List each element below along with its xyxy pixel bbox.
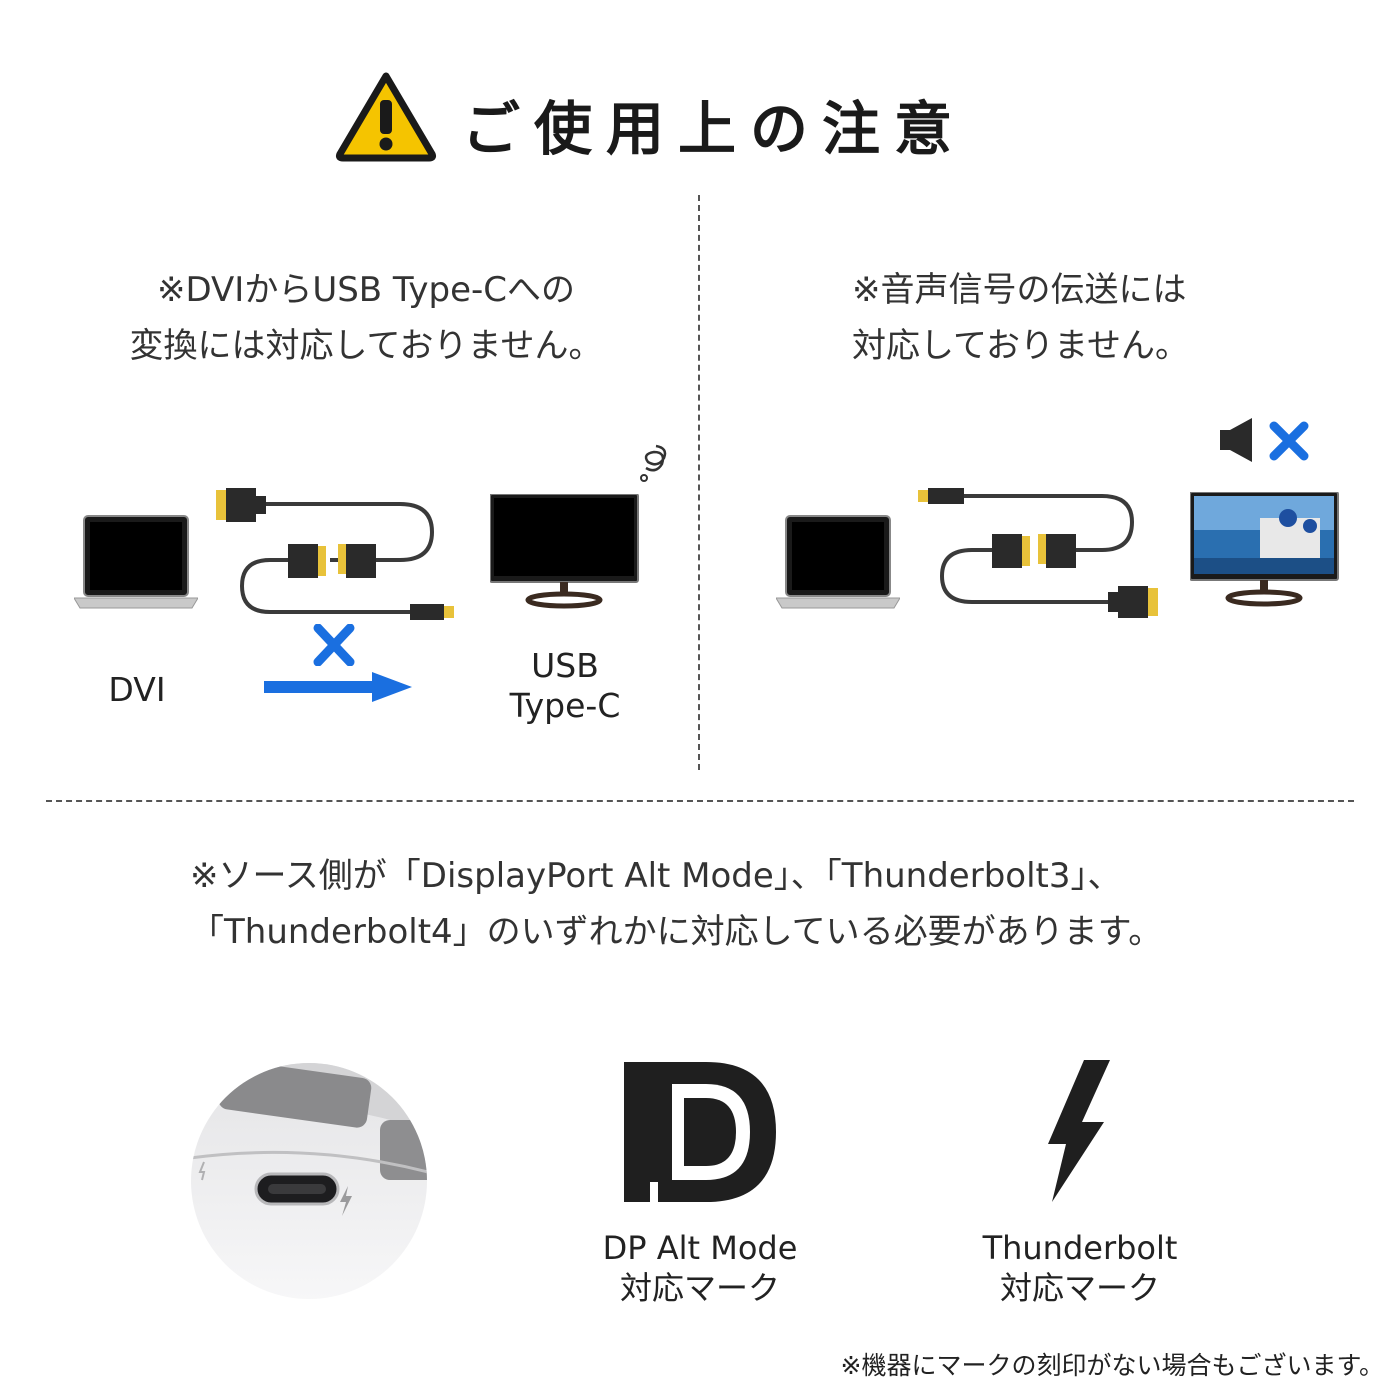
laptop-icon-left	[74, 512, 198, 612]
label-dvi: DVI	[108, 670, 166, 709]
laptop-icon-right	[776, 512, 900, 612]
left-note: ※DVIからUSB Type-Cへの 変換には対応しておりません。	[96, 262, 636, 374]
bottom-note-line1: ※ソース側が「DisplayPort Alt Mode」、「Thunderbol…	[190, 856, 1122, 896]
monitor-icon-left	[490, 494, 640, 610]
dp-alt-mode-label: DP Alt Mode 対応マーク	[560, 1228, 840, 1308]
bottom-note: ※ソース側が「DisplayPort Alt Mode」、「Thunderbol…	[190, 848, 1270, 960]
page-title: ご使用上の注意	[462, 95, 967, 163]
left-note-line1: ※DVIからUSB Type-Cへの	[156, 270, 576, 310]
tb-label-line2: 対応マーク	[999, 1269, 1160, 1307]
label-usb-line1: USB	[531, 646, 599, 685]
arrow-right-icon	[264, 670, 414, 704]
usb-c-port-photo	[190, 1062, 428, 1300]
warning-triangle-icon	[334, 70, 438, 162]
right-note-line1: ※音声信号の伝送には	[852, 270, 1187, 310]
displayport-logo-icon	[624, 1062, 776, 1202]
cross-icon	[312, 624, 356, 666]
tb-label-line1: Thunderbolt	[982, 1229, 1178, 1267]
right-note-line2: 対応しておりません。	[852, 326, 1189, 366]
dp-label-line2: 対応マーク	[619, 1269, 780, 1307]
horizontal-divider	[46, 800, 1354, 802]
right-note: ※音声信号の伝送には 対応しておりません。	[852, 262, 1189, 374]
label-usb-type-c: USB Type-C	[490, 646, 640, 726]
vertical-divider	[698, 195, 700, 770]
dp-label-line1: DP Alt Mode	[602, 1229, 798, 1267]
thunderbolt-logo-icon	[1044, 1060, 1112, 1202]
confused-scribble-icon	[638, 440, 674, 484]
dvi-adapter-cable-left	[210, 484, 470, 634]
footnote: ※機器にマークの刻印がない場合もございます。	[840, 1351, 1384, 1380]
bottom-note-line2: 「Thunderbolt4」のいずれかに対応している必要があります。	[190, 912, 1163, 952]
thunderbolt-label: Thunderbolt 対応マーク	[940, 1228, 1220, 1308]
label-usb-line2: Type-C	[509, 686, 621, 725]
monitor-icon-right	[1190, 492, 1340, 608]
left-note-line2: 変換には対応しておりません。	[129, 326, 603, 366]
usb-c-adapter-cable-right	[912, 478, 1172, 628]
speaker-muted-icon	[1218, 416, 1312, 466]
